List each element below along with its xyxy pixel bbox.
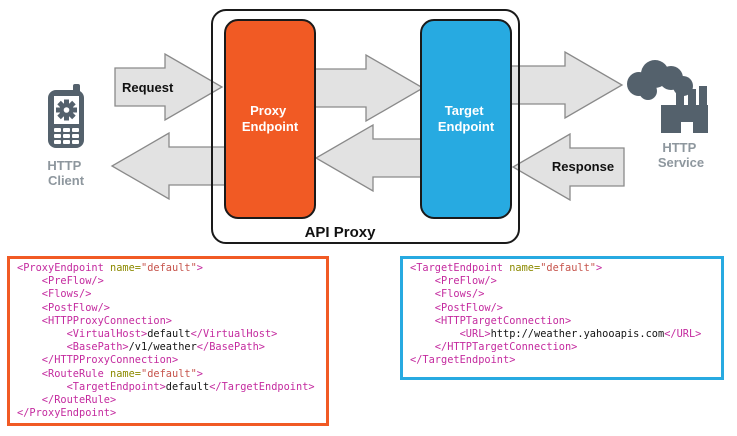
target-endpoint-label: Target Endpoint [438, 103, 495, 134]
cloud-shape [627, 60, 693, 100]
proxy-to-client-arrow [110, 131, 231, 201]
proxy-endpoint-config: <ProxyEndpoint name="default"> <PreFlow/… [7, 256, 329, 426]
target-to-proxy-arrow [314, 123, 427, 193]
http-client-icon [48, 84, 84, 148]
response-label: Response [552, 159, 614, 174]
response-arrow [511, 132, 625, 202]
http-service-label: HTTP Service [658, 140, 704, 170]
proxy-endpoint-box [224, 19, 316, 219]
target-to-service-arrow [510, 50, 624, 120]
http-client-label: HTTP Client [47, 158, 84, 188]
request-label: Request [122, 80, 174, 95]
api-proxy-title: API Proxy [305, 224, 377, 241]
factory-shape [661, 86, 708, 133]
factory-door [681, 122, 693, 133]
proxy-to-target-arrow [311, 53, 425, 123]
gear-icon [56, 99, 77, 121]
architecture-diagram: Proxy Endpoint Target Endpoint API Proxy… [47, 9, 708, 244]
http-service-icon [627, 60, 708, 133]
target-endpoint-box [420, 19, 512, 219]
proxy-endpoint-label: Proxy Endpoint [242, 103, 299, 134]
request-arrow [114, 52, 224, 122]
target-endpoint-config: <TargetEndpoint name="default"> <PreFlow… [400, 256, 724, 380]
api-proxy-container [211, 9, 520, 244]
phone-keypad [54, 128, 79, 144]
